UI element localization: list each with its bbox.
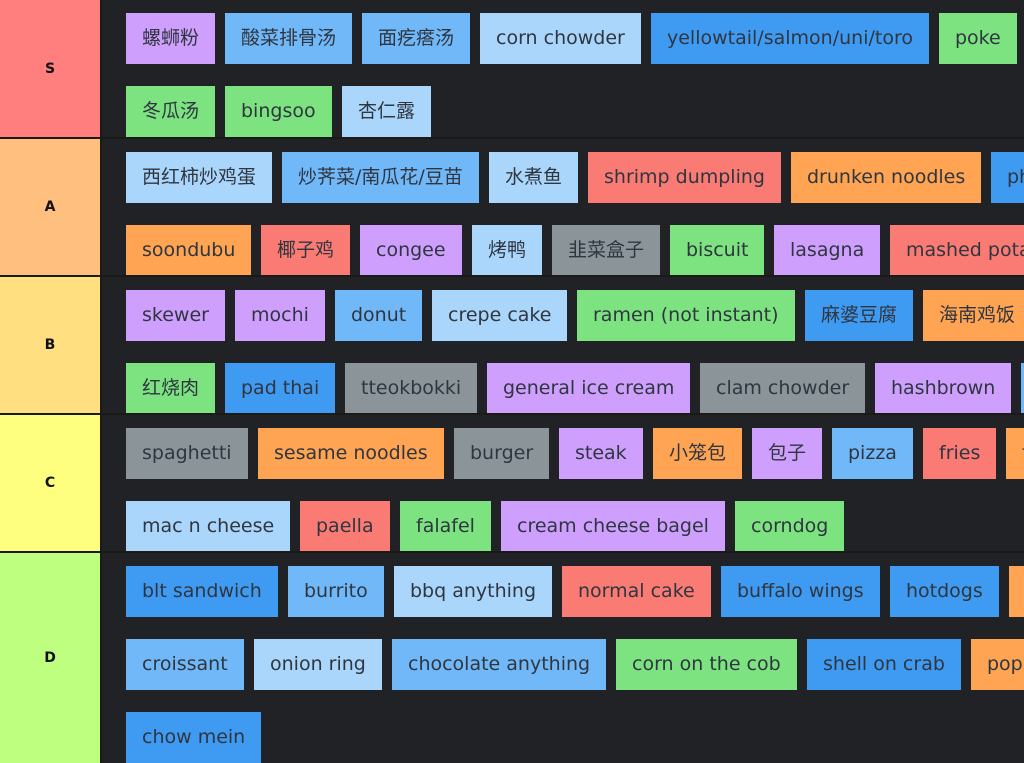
tier-item[interactable]: hotdogs xyxy=(890,566,999,617)
tier-item[interactable]: 炒荠菜/南瓜花/豆苗 xyxy=(282,152,479,203)
tier-item[interactable]: yellowtail/salmon/uni/toro xyxy=(651,13,929,64)
tier-item[interactable]: japanese curry xyxy=(1021,363,1024,413)
tier-item[interactable]: 烤鸭 xyxy=(472,225,543,275)
tier-item[interactable]: sesame noodles xyxy=(258,428,444,479)
tier-item[interactable]: 水煮鱼 xyxy=(489,152,579,203)
tier-item[interactable]: normal cake xyxy=(562,566,711,617)
tier-item[interactable]: burger xyxy=(454,428,550,479)
tier-item[interactable]: 包子 xyxy=(752,428,823,479)
tier-item[interactable]: onion ring xyxy=(254,639,382,690)
tier-item[interactable]: fried rice xyxy=(1006,428,1024,479)
tier-item[interactable]: pho xyxy=(991,152,1024,203)
tier-item[interactable]: steak xyxy=(559,428,643,479)
tier-item[interactable]: shrimp dumpling xyxy=(588,152,781,203)
tier-item[interactable]: waffles xyxy=(1009,566,1024,617)
tier-item[interactable]: ramen (not instant) xyxy=(577,290,795,341)
tier-item[interactable]: general ice cream xyxy=(487,363,691,413)
tier-item[interactable]: poke xyxy=(939,13,1017,64)
tier-item[interactable]: 海南鸡饭 xyxy=(923,290,1024,341)
tier-item[interactable]: pad thai xyxy=(225,363,336,413)
tier-item[interactable]: blt sandwich xyxy=(126,566,278,617)
tier-item[interactable]: corndog xyxy=(735,501,845,551)
tier-item[interactable]: 面疙瘩汤 xyxy=(362,13,471,64)
tier-item[interactable]: mochi xyxy=(235,290,325,341)
tier-item[interactable]: burrito xyxy=(288,566,384,617)
tier-item[interactable]: 小笼包 xyxy=(653,428,743,479)
tier-item[interactable]: falafel xyxy=(400,501,491,551)
tier-item[interactable]: mac n cheese xyxy=(126,501,291,551)
tier-item[interactable]: skewer xyxy=(126,290,225,341)
tier-item[interactable]: croissant xyxy=(126,639,244,690)
tier-label-b: B xyxy=(0,277,100,413)
tier-item[interactable]: bbq anything xyxy=(394,566,553,617)
tier-item[interactable]: corn chowder xyxy=(480,13,641,64)
tier-item[interactable]: corn on the cob xyxy=(616,639,797,690)
tier-item[interactable]: 杏仁露 xyxy=(342,86,432,137)
tier-label-s: S xyxy=(0,0,100,137)
tier-item[interactable]: lasagna xyxy=(774,225,881,275)
tier-item[interactable]: 冬瓜汤 xyxy=(126,86,216,137)
tier-item[interactable]: biscuit xyxy=(670,225,765,275)
tier-item[interactable]: mashed potatoes xyxy=(890,225,1024,275)
tier-item[interactable]: fries xyxy=(923,428,997,479)
tier-item[interactable]: shell on crab xyxy=(807,639,961,690)
tier-item[interactable]: pizza xyxy=(832,428,913,479)
tier-item[interactable]: hashbrown xyxy=(875,363,1012,413)
tier-item[interactable]: bingsoo xyxy=(225,86,332,137)
tier-item[interactable]: 椰子鸡 xyxy=(261,225,351,275)
tier-item[interactable]: pop corn xyxy=(971,639,1024,690)
tier-label-d: D xyxy=(0,553,100,763)
tier-item[interactable]: drunken noodles xyxy=(791,152,982,203)
tier-item[interactable]: clam chowder xyxy=(700,363,866,413)
tier-label-c: C xyxy=(0,415,100,551)
tier-item[interactable]: soondubu xyxy=(126,225,252,275)
tier-item[interactable]: cream cheese bagel xyxy=(501,501,725,551)
tier-item[interactable]: chocolate anything xyxy=(392,639,607,690)
tier-item[interactable]: 韭菜盒子 xyxy=(552,225,661,275)
tier-item[interactable]: congee xyxy=(360,225,462,275)
tier-item[interactable]: 西红柿炒鸡蛋 xyxy=(126,152,273,203)
tier-item[interactable]: 红烧肉 xyxy=(126,363,216,413)
tier-item[interactable]: 酸菜排骨汤 xyxy=(225,13,353,64)
tier-item[interactable]: spaghetti xyxy=(126,428,248,479)
tier-item[interactable]: buffalo wings xyxy=(721,566,880,617)
tier-item[interactable]: crepe cake xyxy=(432,290,568,341)
tier-item[interactable]: 麻婆豆腐 xyxy=(805,290,914,341)
tier-label-a: A xyxy=(0,139,100,275)
tier-item[interactable]: tteokbokki xyxy=(345,363,478,413)
tier-item[interactable]: donut xyxy=(335,290,423,341)
tier-item[interactable]: chow mein xyxy=(126,712,262,763)
tier-item[interactable]: paella xyxy=(300,501,390,551)
tier-item[interactable]: 螺蛳粉 xyxy=(126,13,216,64)
